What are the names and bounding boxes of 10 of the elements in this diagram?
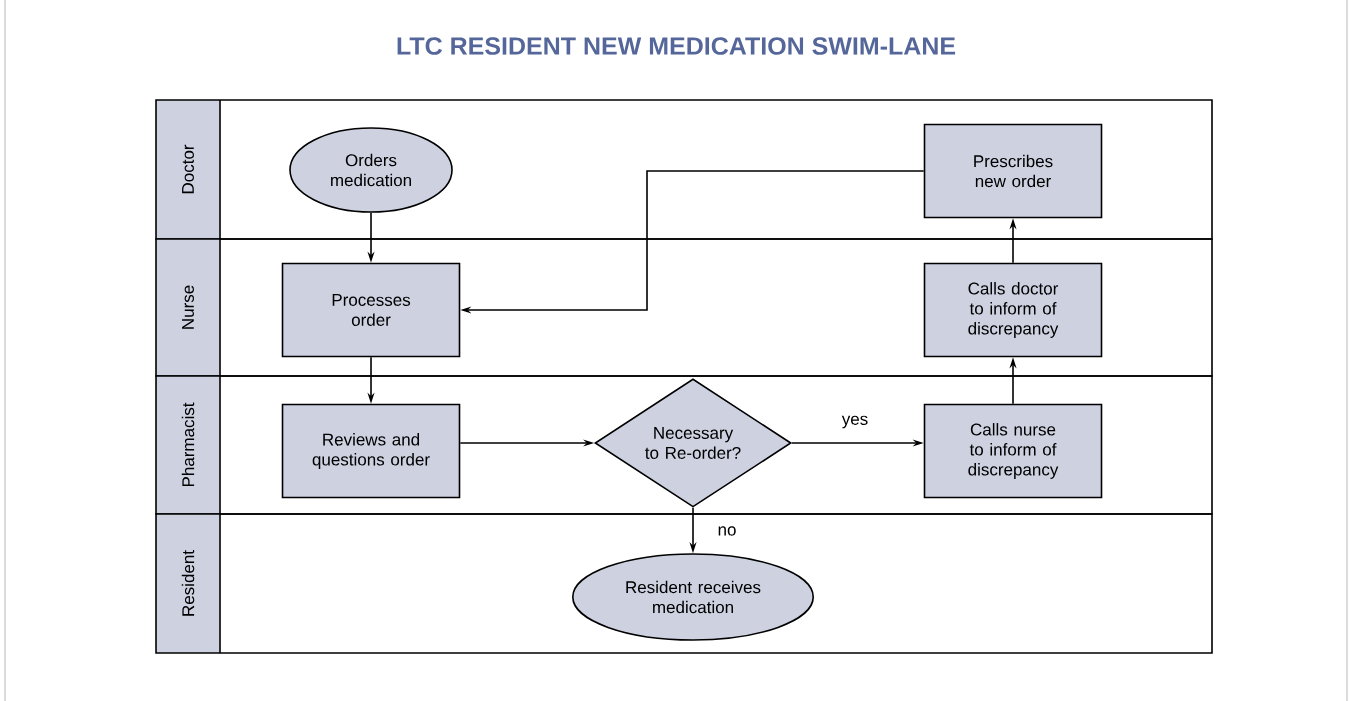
process-box: Processes order [281, 262, 461, 358]
process-box: Prescribes new order [923, 123, 1103, 219]
process-box: Calls nurse to inform of discrepancy [923, 403, 1103, 499]
edge-label: no [716, 525, 738, 537]
edge-label: yes [840, 414, 870, 430]
process-box: Reviews and questions order [281, 403, 461, 499]
terminal-oval: Resident receives medication [572, 553, 814, 641]
title: LTC RESIDENT NEW MEDICATION SWIM-LANE [397, 37, 956, 55]
terminal-oval: Orders medication [289, 127, 453, 213]
process-box: Calls doctor to inform of discrepancy [923, 262, 1103, 358]
